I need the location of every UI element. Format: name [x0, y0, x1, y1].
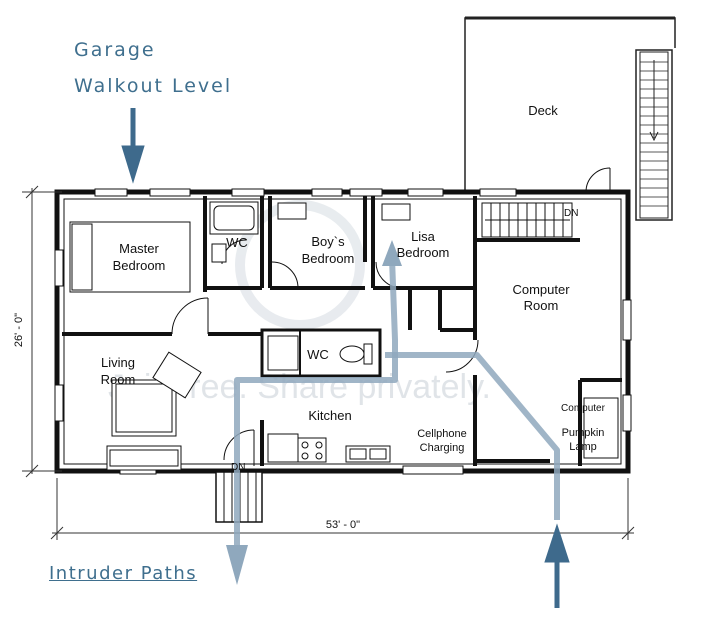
- width-dimension: 53' - 0": [326, 519, 360, 531]
- path-arrow-down: [226, 545, 248, 585]
- living-label-2: Room: [101, 372, 136, 387]
- pumpkin-label-1: Pumpkin: [562, 427, 605, 439]
- intruder-paths-legend: Intruder Paths: [49, 563, 198, 584]
- heading-walkout-level: Walkout Level: [74, 75, 233, 97]
- intruder-path-west: [234, 257, 398, 545]
- depth-dimension: 26' - 0": [13, 313, 25, 347]
- boys-label-1: Boy`s: [311, 234, 345, 249]
- fridge: [267, 433, 299, 463]
- stairs-down-lower-label: DN: [231, 462, 245, 473]
- heading-garage: Garage: [74, 39, 156, 61]
- deck: Deck: [464, 16, 676, 192]
- deck-staircase: [635, 49, 673, 221]
- pumpkin-label-2: Lamp: [569, 441, 597, 453]
- shower: [267, 335, 299, 371]
- lisa-label-1: Lisa: [411, 229, 436, 244]
- wc-upper-label: WC: [226, 235, 248, 250]
- master-label-1: Master: [119, 241, 159, 256]
- intruder-arrows: [121, 108, 570, 608]
- dimension-lines: [22, 185, 635, 540]
- computer-room-label-2: Room: [524, 298, 559, 313]
- stove: [297, 437, 327, 463]
- bathtub: [209, 201, 259, 235]
- boys-label-2: Bedroom: [302, 251, 355, 266]
- armchair: [152, 351, 202, 399]
- cellphone-label-1: Cellphone: [417, 428, 467, 440]
- master-bed: [69, 221, 191, 293]
- boys-sink: [277, 202, 307, 220]
- entry-arrow-head: [544, 523, 570, 563]
- toilet-center: [339, 345, 365, 363]
- intruder-paths: [234, 257, 560, 545]
- computer-room-label-1: Computer: [512, 282, 570, 297]
- lisa-label-2: Bedroom: [397, 245, 450, 260]
- tv-unit: [111, 379, 177, 437]
- living-label-1: Living: [101, 355, 135, 370]
- interior-walls: [62, 196, 622, 466]
- intruder-path-east: [385, 352, 560, 520]
- master-label-2: Bedroom: [113, 258, 166, 273]
- lisa-sink: [381, 203, 411, 221]
- wc-center-label: WC: [307, 347, 329, 362]
- path-arrow-lisa: [382, 240, 402, 266]
- cellphone-label-2: Charging: [420, 442, 465, 454]
- garage-arrow-head: [121, 145, 145, 184]
- computer-small-label: Computer: [561, 403, 606, 414]
- deck-label: Deck: [528, 103, 558, 118]
- room-labels: Master Bedroom WC Boy`s Bedroom Lisa Bed…: [101, 208, 606, 473]
- kitchen-sink: [345, 445, 391, 463]
- door-swings: [171, 167, 611, 466]
- fixtures: [69, 201, 619, 471]
- computer-desk: [583, 397, 619, 459]
- kitchen-label: Kitchen: [308, 408, 351, 423]
- windows: [54, 188, 632, 475]
- toilet-upper: [211, 243, 227, 263]
- stairs-down-upper-label: DN: [564, 208, 578, 219]
